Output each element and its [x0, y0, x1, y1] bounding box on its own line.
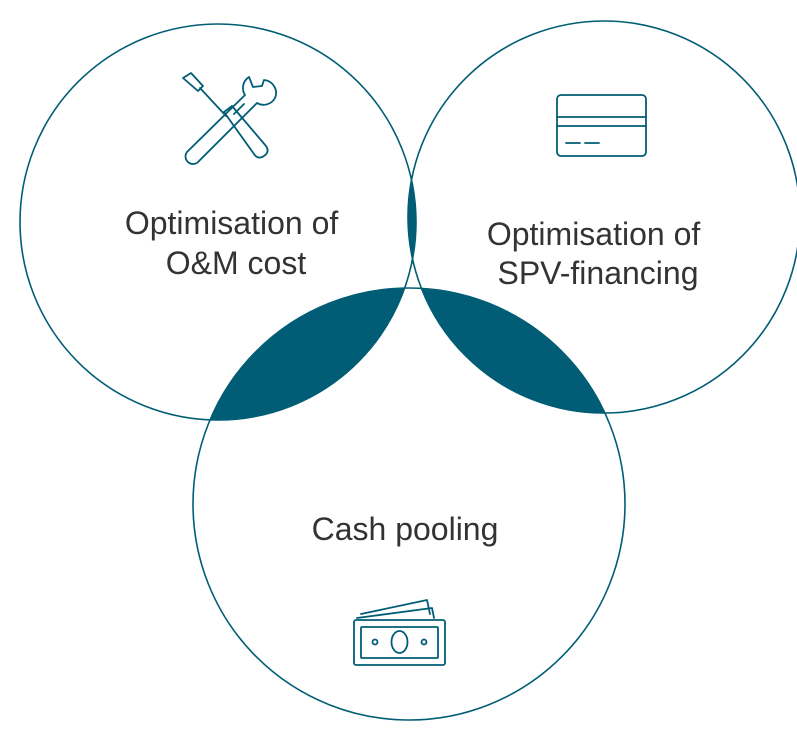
label-om-cost: Optimisation of O&M cost [125, 205, 347, 281]
label-spv-financing-line-1: Optimisation of [487, 216, 701, 252]
label-cash-pooling-line-1: Cash pooling [312, 511, 499, 547]
cash-bills-icon [353, 599, 446, 666]
label-cash-pooling: Cash pooling [312, 511, 499, 547]
label-om-cost-line-1: Optimisation of [125, 205, 339, 241]
credit-card-icon [556, 94, 647, 157]
circle-spv-financing [407, 20, 797, 414]
circle-om-cost [19, 23, 417, 421]
overlap-om-cash [193, 288, 416, 420]
label-spv-financing-line-2: SPV-financing [497, 255, 698, 291]
tools-icon [182, 72, 277, 165]
label-spv-financing: Optimisation of SPV-financing [487, 216, 709, 291]
circle-cash-pooling [192, 287, 626, 721]
label-om-cost-line-2: O&M cost [166, 245, 307, 281]
